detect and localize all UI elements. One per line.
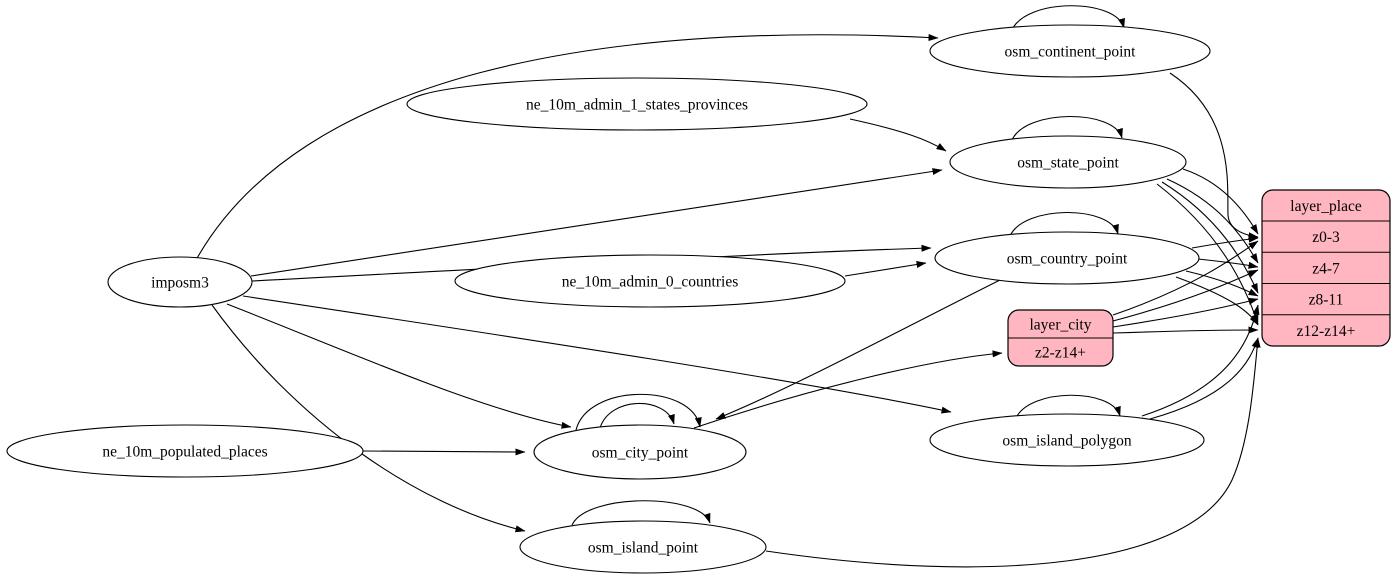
edge-osm_country_point-to-layer_place-z8-11	[1185, 270, 1259, 297]
table-ellipse-osm_state_point	[949, 135, 1187, 189]
record-title-layer_city: layer_city	[1030, 317, 1092, 334]
node-label-osm_continent_point: osm_continent_point	[1005, 44, 1137, 61]
record-box-layer_place	[1261, 189, 1391, 347]
table-ellipse-osm_city_point	[533, 424, 747, 480]
node-layer_place: layer_place z0-3 z4-7 z8-11 z12-z14+	[1261, 189, 1391, 347]
edge-ne_10m_admin_0_countries-to-osm_country_point	[844, 261, 927, 277]
edge-osm_state_point-to-layer_place-z8-11	[1161, 181, 1259, 294]
node-label-imposm3: imposm3	[151, 275, 209, 292]
edge-imposm3-to-osm_continent_point	[195, 34, 939, 261]
node-layer_city: layer_city z2-z14+	[1007, 309, 1114, 367]
edge-layer_city-to-layer_place-z12-z14+	[1112, 326, 1259, 334]
node-label-osm_country_point: osm_country_point	[1007, 251, 1128, 268]
edge-ne_10m_populated_places-to-osm_city_point	[362, 448, 526, 456]
self-loop-osm_island_polygon-to-osm_island_polygon	[1015, 394, 1121, 419]
node-osm_continent_point: osm_continent_point	[929, 24, 1211, 78]
edge-osm_city_point-to-layer_city-z2-z14+	[693, 350, 1003, 429]
edge-osm_island_point-to-layer_place-z12-z14+	[765, 337, 1261, 568]
table-ellipse-osm_island_point	[519, 520, 767, 574]
edge-layer	[195, 5, 1261, 568]
table-ellipse-imposm3	[107, 256, 253, 308]
node-label-ne_10m_admin_1_states_provinces: ne_10m_admin_1_states_provinces	[526, 97, 748, 114]
edge-osm_country_point-to-osm_city_point	[715, 278, 1003, 420]
node-label-osm_island_polygon: osm_island_polygon	[1002, 433, 1131, 450]
table-ellipse-ne_10m_populated_places	[6, 424, 364, 478]
edge-imposm3-to-osm_island_point	[211, 304, 526, 533]
edge-osm_continent_point-to-layer_place-z0-3	[1169, 72, 1259, 240]
edge-osm_island_polygon-to-layer_place-z8-11	[1141, 304, 1260, 417]
node-osm_state_point: osm_state_point	[949, 135, 1187, 189]
edge-osm_state_point-to-layer_place-z0-3	[1182, 168, 1259, 235]
edge-osm_state_point-to-layer_place-z4-7	[1166, 178, 1259, 264]
node-osm_island_point: osm_island_point	[519, 520, 767, 574]
edge-layer_city-to-layer_place-z0-3	[1112, 240, 1259, 316]
node-label-osm_island_point: osm_island_point	[588, 540, 699, 557]
record-row-layer_place-z12-z14+: z12-z14+	[1297, 323, 1356, 340]
node-osm_island_polygon: osm_island_polygon	[929, 413, 1205, 467]
node-ne_10m_admin_1_states_provinces: ne_10m_admin_1_states_provinces	[406, 77, 868, 131]
edge-imposm3-to-osm_state_point	[250, 168, 943, 277]
edge-osm_country_point-to-layer_place-z4-7	[1197, 258, 1259, 269]
edge-ne_10m_admin_1_states_provinces-to-osm_state_point	[849, 118, 947, 152]
record-title-layer_place: layer_place	[1290, 198, 1362, 215]
node-label-osm_city_point: osm_city_point	[592, 445, 689, 462]
self-loop-osm_city_point-to-osm_city_point	[575, 393, 702, 431]
edge-layer_city-to-layer_place-z4-7	[1112, 269, 1259, 322]
table-ellipse-ne_10m_admin_0_countries	[454, 254, 846, 308]
node-ne_10m_admin_0_countries: ne_10m_admin_0_countries	[454, 254, 846, 308]
self-loop-osm_country_point-to-osm_country_point	[1009, 212, 1119, 237]
record-row-layer_place-z4-7: z4-7	[1312, 260, 1340, 277]
record-row-layer_place-z0-3: z0-3	[1312, 229, 1340, 246]
edge-imposm3-to-osm_island_polygon	[242, 295, 952, 414]
table-ellipse-ne_10m_admin_1_states_provinces	[406, 77, 868, 131]
node-label-ne_10m_populated_places: ne_10m_populated_places	[102, 444, 267, 461]
self-loop-osm_island_point-to-osm_island_point	[571, 500, 711, 526]
record-row-layer_place-z8-11: z8-11	[1309, 292, 1344, 309]
table-ellipse-osm_continent_point	[929, 24, 1211, 78]
node-label-ne_10m_admin_0_countries: ne_10m_admin_0_countries	[562, 274, 739, 291]
self-loop-osm_city_point-to-osm_city_point	[599, 402, 675, 429]
node-osm_city_point: osm_city_point	[533, 424, 747, 480]
edge-osm_country_point-to-layer_place-z0-3	[1191, 235, 1259, 249]
edge-layer_city-to-layer_place-z8-11	[1112, 297, 1259, 328]
node-osm_country_point: osm_country_point	[934, 231, 1200, 285]
node-label-osm_state_point: osm_state_point	[1017, 155, 1119, 172]
edge-imposm3-to-osm_city_point	[226, 303, 572, 429]
self-loop-osm_continent_point-to-osm_continent_point	[1011, 5, 1125, 31]
self-loop-osm_state_point-to-osm_state_point	[1011, 116, 1123, 141]
node-imposm3: imposm3	[107, 256, 253, 308]
table-ellipse-osm_island_polygon	[929, 413, 1205, 467]
node-ne_10m_populated_places: ne_10m_populated_places	[6, 424, 364, 478]
record-row-layer_city-z2-z14+: z2-z14+	[1035, 345, 1086, 362]
table-ellipse-osm_country_point	[934, 231, 1200, 285]
